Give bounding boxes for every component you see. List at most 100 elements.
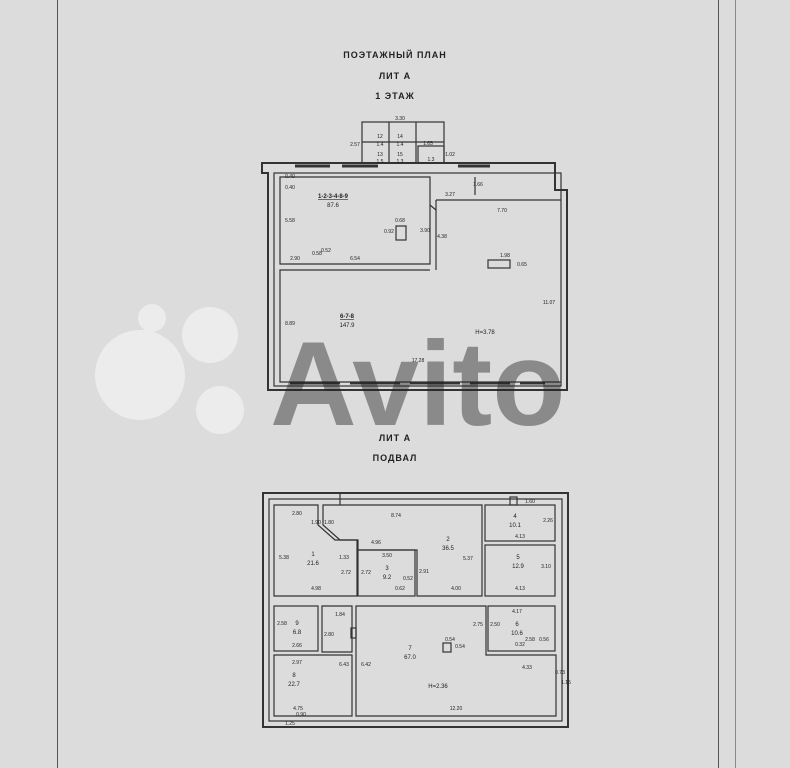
dim: 3.27 (445, 192, 455, 198)
room-area-15: 1.3 (397, 159, 404, 165)
dim: 1.60 (525, 499, 535, 505)
dim: 8.74 (391, 513, 401, 519)
dim: 0.68 (395, 218, 405, 224)
dim: 5.37 (463, 556, 473, 562)
room-id-13: 13 (377, 152, 383, 158)
basement-room-id-4: 4 (513, 514, 517, 520)
dim: 2.80 (324, 632, 334, 638)
dim: 1.02 (445, 152, 455, 158)
basement-room-id-6: 6 (515, 622, 519, 628)
basement-room-area-5: 12.9 (512, 564, 524, 570)
dim: 2.72 (341, 570, 351, 576)
dim: 4.13 (515, 586, 525, 592)
dim: 17.28 (412, 358, 425, 364)
dim: 6.42 (361, 662, 371, 668)
basement-room-area-1: 21.6 (307, 561, 319, 567)
room-id-1-2-3-4-8-9: 1-2-3-4-8-9 (318, 194, 349, 200)
dim: 4.13 (515, 534, 525, 540)
dim: 2.57 (350, 142, 360, 148)
basement-dimensions: 2.80 1.90 1.60 8.74 1.80 2.26 4.13 4.96 … (277, 499, 571, 727)
dim: 1.33 (339, 555, 349, 561)
basement-room-id-2: 2 (446, 537, 450, 543)
dim: 1.25 (285, 721, 295, 727)
dim: 8.89 (285, 321, 295, 327)
dim: 2.97 (292, 660, 302, 666)
dim: 3.30 (395, 116, 405, 122)
basement-room-area-6: 10.6 (511, 631, 523, 637)
dim: 2.91 (419, 569, 429, 575)
floor1-windows (290, 164, 545, 385)
dim: 6.43 (339, 662, 349, 668)
dim: 2.58 (525, 637, 535, 643)
dim: 0.90 (296, 712, 306, 718)
dim: 0.32 (515, 642, 525, 648)
dim: 0.73 (555, 670, 565, 676)
dim: 4.96 (371, 540, 381, 546)
dim: 4.33 (522, 665, 532, 671)
floor1-title: 1 ЭТАЖ (375, 91, 415, 101)
basement-room-id-8: 8 (292, 673, 296, 679)
room-area-147-9: 147.9 (339, 323, 355, 329)
floor1-room-labels: 1-2-3-4-8-9 87.6 6-7-8 147.9 Н=3.78 12 1… (318, 134, 495, 336)
basement-room-id-9: 9 (295, 621, 299, 627)
dim: 4.75 (293, 706, 303, 712)
margin-line-right (718, 0, 719, 768)
dim: 2.58 (277, 621, 287, 627)
room-area-small: 1.3 (428, 157, 435, 163)
dim: 0.52 (321, 248, 331, 254)
margin-line-left (57, 0, 58, 768)
dim: 4.17 (512, 609, 522, 615)
dim: 0.40 (285, 185, 295, 191)
dim: 1.90 (311, 520, 321, 526)
watermark-text: Avito (270, 317, 566, 450)
room-area-13: 1.5 (377, 159, 384, 165)
lit-bottom-title: ЛИТ А (378, 433, 412, 443)
lit-top-title: ЛИТ А (378, 71, 412, 81)
dim: 5.38 (279, 555, 289, 561)
dim: 4.00 (451, 586, 461, 592)
dim: 0.54 (445, 637, 455, 643)
dim: 4.38 (437, 234, 447, 240)
dim: 0.54 (455, 644, 465, 650)
plan-title: ПОЭТАЖНЫЙ ПЛАН (343, 50, 447, 60)
basement-room-area-7: 67.0 (404, 655, 416, 661)
room-id-6-7-8: 6-7-8 (340, 314, 355, 320)
basement-room-labels: 1 21.6 2 36.5 3 9.2 4 10.1 5 12.9 6 10.6… (288, 514, 524, 690)
dim: 3.10 (541, 564, 551, 570)
room-id-12: 12 (377, 134, 383, 140)
basement-room-area-8: 22.7 (288, 682, 300, 688)
dim: 0.52 (403, 576, 413, 582)
dim: 12.20 (450, 706, 463, 712)
dim: 0.58 (312, 251, 322, 257)
avito-watermark: Avito (95, 304, 566, 450)
room-area-12: 1.4 (377, 142, 384, 148)
basement-title: ПОДВАЛ (372, 453, 418, 463)
dim: 3.90 (420, 228, 430, 234)
avito-logo-dots-icon (95, 304, 244, 434)
dim: 5.58 (285, 218, 295, 224)
room-height-floor1: Н=3.78 (475, 330, 495, 336)
dim: 4.98 (311, 586, 321, 592)
basement-room-area-9: 6.8 (293, 630, 302, 636)
dim: 2.72 (361, 570, 371, 576)
margin-line-outer (735, 0, 736, 768)
dim: 1.80 (324, 520, 334, 526)
basement-room-id-1: 1 (311, 552, 315, 558)
dim: 0.40 (285, 174, 295, 180)
basement-room-height: Н=2.36 (428, 684, 448, 690)
room-area-14: 1.4 (397, 142, 404, 148)
dim: 3.50 (382, 553, 392, 559)
room-id-15: 15 (397, 152, 403, 158)
dim: 0.56 (539, 637, 549, 643)
floor1-dimensions: 3.30 2.57 1.65 1.02 0.40 0.40 5.58 3.27 … (285, 116, 555, 364)
dim: 1.84 (335, 612, 345, 618)
basement-room-id-3: 3 (385, 566, 389, 572)
dim: 1.66 (473, 182, 483, 188)
dim: 11.07 (543, 300, 555, 306)
dim: 7.70 (497, 208, 507, 214)
dim: 0.65 (517, 262, 527, 268)
dim: 0.92 (384, 229, 394, 235)
basement-room-area-4: 10.1 (509, 523, 521, 529)
dim: 6.54 (350, 256, 360, 262)
basement-walls (262, 492, 569, 728)
